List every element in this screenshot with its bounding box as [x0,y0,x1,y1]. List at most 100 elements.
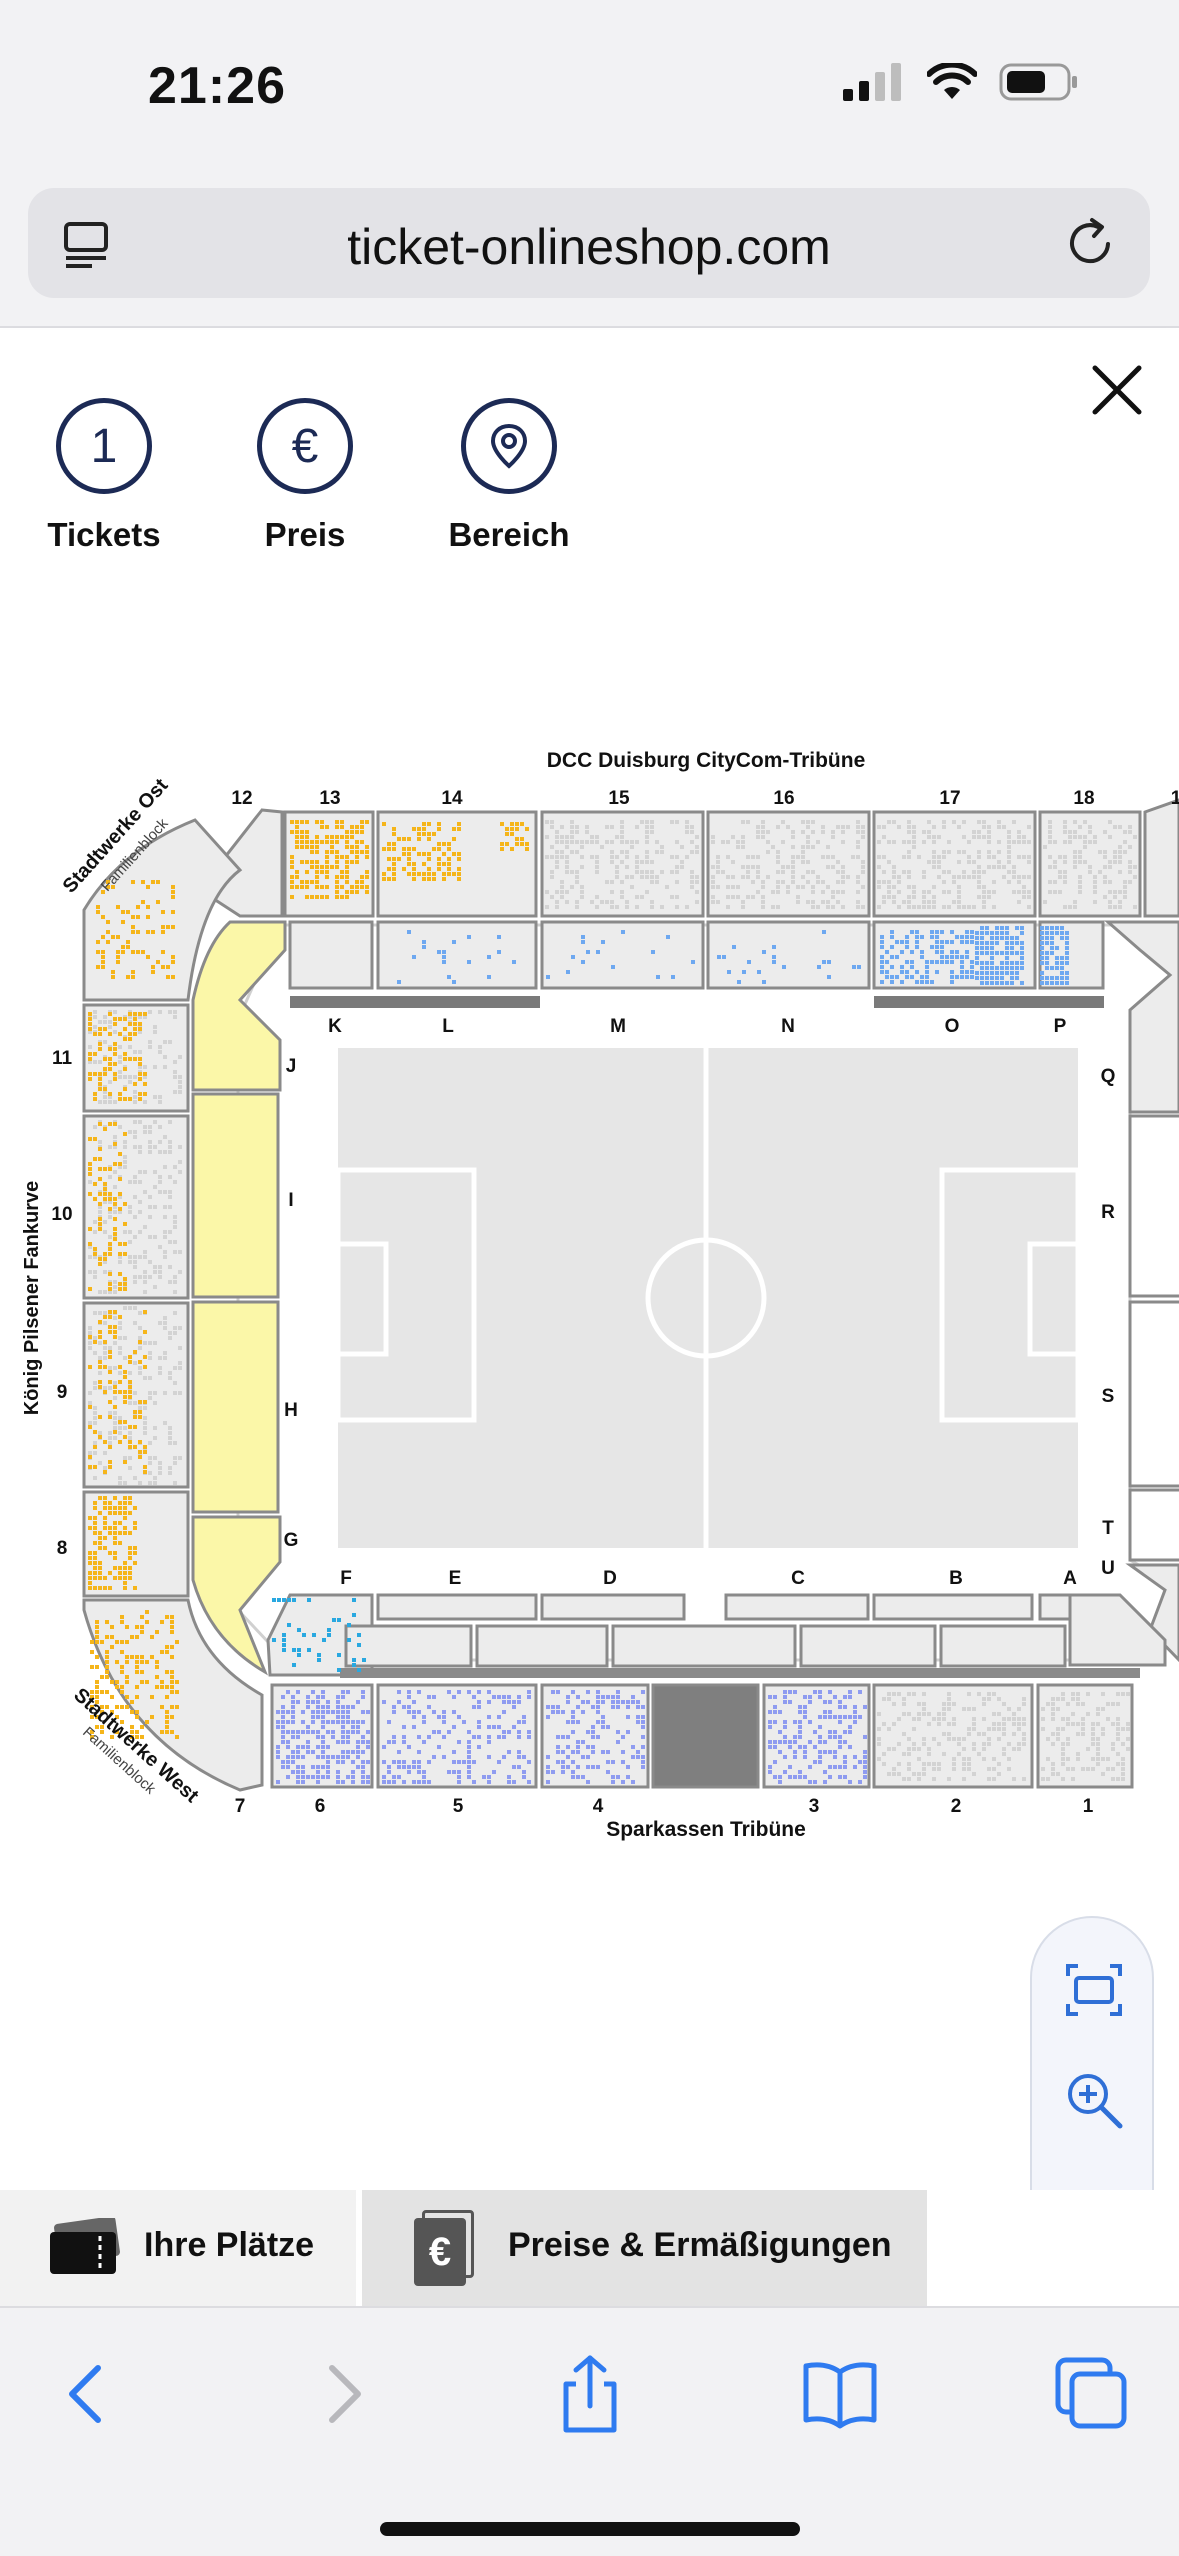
fit-to-screen-icon[interactable] [1062,1958,1126,2022]
seats-orange-ost[interactable] [96,880,175,979]
seats-orange-9[interactable] [88,1310,147,1474]
seats-purple-4[interactable] [546,1690,645,1784]
area-filter-button[interactable]: Bereich [434,398,584,554]
bottom-block-3-label: 4 [593,1796,604,1817]
top-section-3-label: N [781,1016,795,1037]
seats-orange-14b[interactable] [500,822,529,851]
top-block-1-label: 13 [319,788,340,809]
stadium-svg[interactable]: DCC Duisburg CityCom-Tribüne Sparkassen … [0,640,1179,2190]
seat-rows-grey[interactable] [711,820,865,909]
right-section-4-label: U [1101,1558,1115,1579]
left-block-3-label: 8 [57,1538,68,1559]
north-stand-label: DCC Duisburg CityCom-Tribüne [547,749,866,772]
status-time: 21:26 [148,57,286,115]
seats-orange-11[interactable] [88,1012,147,1101]
status-bar: 21:26 [0,0,1179,170]
available-seats[interactable] [88,820,1137,1784]
seat-rows-grey[interactable] [545,820,699,909]
seat-rows-grey[interactable] [1043,820,1137,909]
tabs-icon[interactable] [1050,2354,1130,2434]
seats-orange-14[interactable] [382,822,461,881]
price-filter-button[interactable]: € Preis [230,398,380,554]
forward-icon[interactable] [302,2354,382,2434]
right-section-3-label: T [1102,1518,1114,1539]
west-standing-sections[interactable] [191,920,287,1676]
top-block-3-label: 15 [608,788,630,809]
seats-blue-m[interactable] [546,930,695,979]
seats-purple-5[interactable] [382,1690,531,1784]
bottom-block-5-label: 2 [951,1796,962,1817]
bottom-inner-blocks[interactable] [266,1593,1167,1677]
top-block-4-label: 16 [773,788,794,809]
seats-orange-10[interactable] [88,1122,127,1291]
signal-icon [843,63,901,101]
seats-blue-l[interactable] [397,930,516,984]
bottom-section-2-label: D [603,1568,617,1589]
bottom-block-4-label: 3 [809,1796,820,1817]
address-bar[interactable]: ticket-onlineshop.com [28,188,1150,298]
tickets-filter-label: Tickets [47,516,161,553]
top-section-0-label: K [328,1016,342,1037]
left-section-3-label: G [284,1530,299,1551]
top-block-2-label: 14 [441,788,463,809]
battery-icon [999,63,1077,101]
bottom-section-1-label: E [449,1568,462,1589]
seats-orange-west[interactable] [90,1610,179,1739]
stadium-map[interactable]: DCC Duisburg CityCom-Tribüne Sparkassen … [0,640,1179,2190]
right-section-1-label: R [1101,1202,1115,1223]
close-icon[interactable] [1087,360,1147,420]
seats-blue-p[interactable] [975,926,1024,985]
seat-rows-grey[interactable] [877,820,1031,909]
seat-rows-grey[interactable] [1041,1692,1130,1781]
tickets-filter-button[interactable]: 1 Tickets [29,398,179,554]
bottom-section-3-label: C [791,1568,805,1589]
prices-tab[interactable]: € Preise & Ermäßigungen [362,2190,927,2306]
euro-icon: € [257,398,353,494]
left-block-0-label: 11 [52,1048,73,1069]
right-blocks[interactable] [1125,1114,1179,1663]
bottom-block-6-label: 1 [1083,1796,1094,1817]
seats-purple-6[interactable] [276,1690,370,1784]
seats-blue-p2[interactable] [1040,926,1069,985]
bottom-tabs: Ihre Plätze € Preise & Ermäßigungen [0,2190,1179,2306]
seats-orange-13[interactable] [290,820,369,899]
prices-label: Preise & Ermäßigungen [508,2226,892,2264]
your-seats-tab[interactable]: Ihre Plätze [0,2190,356,2306]
seats-cyan-f[interactable] [272,1598,366,1672]
reload-icon[interactable] [1064,216,1118,270]
seats-purple-3[interactable] [768,1690,867,1784]
seats-blue-n[interactable] [717,930,861,984]
page-menu-icon[interactable] [62,218,116,272]
top-section-5-label: P [1054,1016,1067,1037]
seats-blue-o[interactable] [880,930,974,984]
top-block-6-label: 18 [1073,788,1094,809]
price-tag-euro: € [414,2218,466,2286]
bottom-section-0-label: F [340,1568,352,1589]
top-section-1-label: L [442,1016,454,1037]
seats-orange-8[interactable] [88,1496,137,1590]
tickets-count-badge: 1 [56,398,152,494]
your-seats-label: Ihre Plätze [144,2226,315,2264]
west-stand-label: König Pilsener Fankurve [21,1181,43,1416]
home-indicator [380,2522,800,2536]
left-block-2-label: 9 [57,1382,68,1403]
left-section-0-label: J [286,1056,297,1077]
bookmarks-icon[interactable] [800,2354,880,2434]
price-tag-icon: € [414,2210,474,2286]
share-icon[interactable] [550,2354,630,2434]
zoom-in-icon[interactable] [1062,2068,1126,2132]
south-stand-label: Sparkassen Tribüne [606,1818,806,1841]
right-section-2-label: S [1102,1386,1115,1407]
left-section-1-label: I [288,1190,293,1211]
location-pin-icon [461,398,557,494]
seat-rows-grey[interactable] [877,1692,1026,1781]
price-filter-label: Preis [264,516,346,553]
left-section-2-label: H [284,1400,298,1421]
filter-panel: 1 Tickets € Preis Bereich [0,330,1179,640]
back-icon[interactable] [48,2354,128,2434]
top-block-0-label: 12 [231,788,252,809]
bottom-section-4-label: B [949,1568,963,1589]
pitch-markings [335,1048,1081,1548]
browser-toolbar [0,2306,1179,2556]
url-text[interactable]: ticket-onlineshop.com [347,219,831,275]
